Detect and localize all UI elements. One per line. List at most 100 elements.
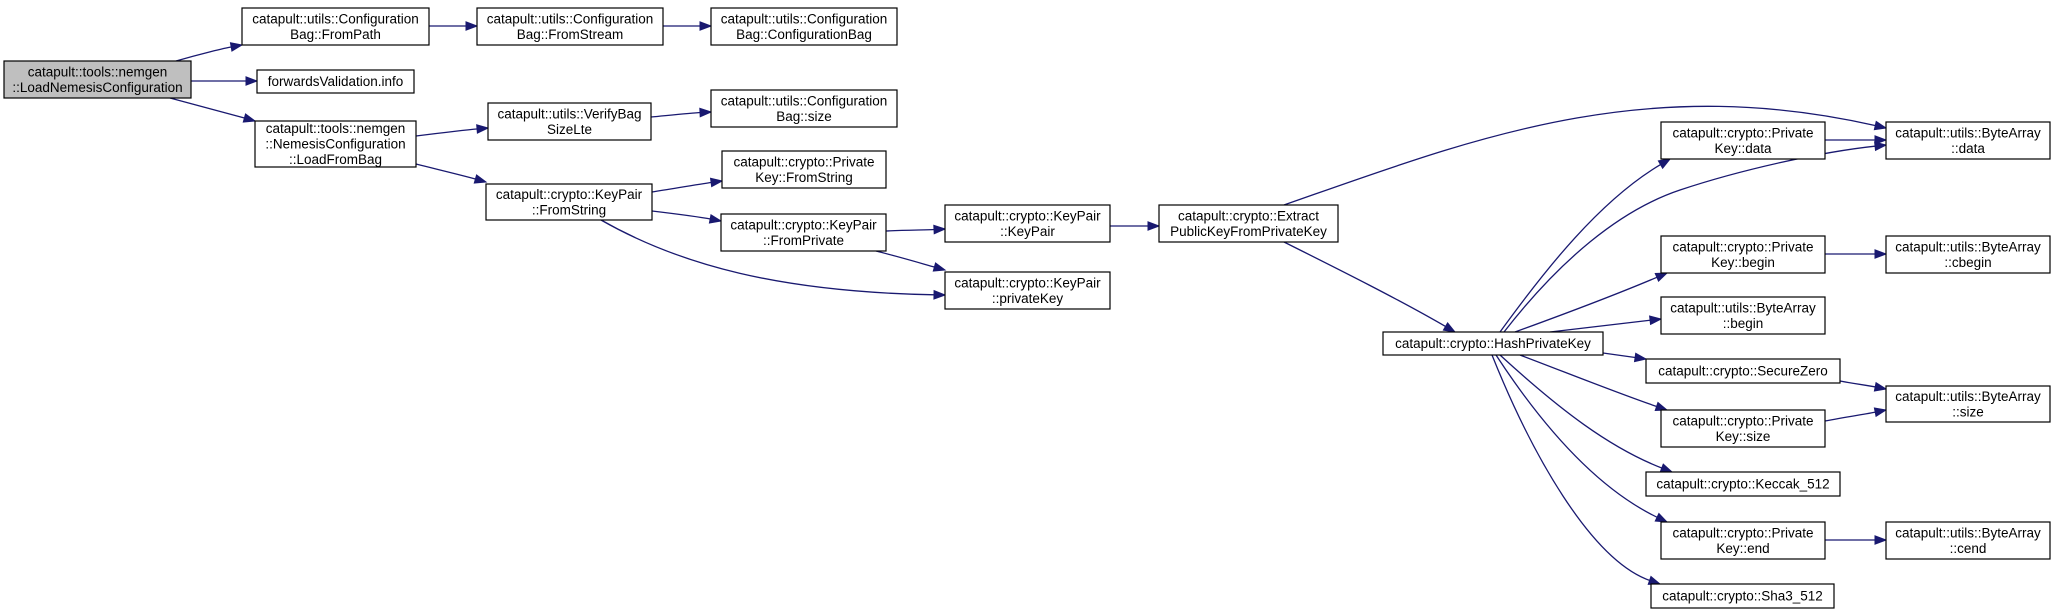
node-box <box>1660 409 1826 448</box>
node-loadnemesis[interactable]: catapult::tools::nemgen::LoadNemesisConf… <box>3 60 192 99</box>
node-label-line: ::FromString <box>532 202 606 217</box>
arrowhead <box>1659 463 1674 473</box>
node-label-line: Key::size <box>1716 429 1771 444</box>
node-pk-data[interactable]: catapult::crypto::PrivateKey::data <box>1660 121 1826 160</box>
node-label-line: catapult::utils::ByteArray <box>1895 239 2041 254</box>
node-box <box>1885 385 2051 423</box>
edge-line <box>1283 105 1877 206</box>
edge-kp_fromprivate-to-kp_privatekey <box>875 250 947 272</box>
node-label-line: catapult::utils::ByteArray <box>1895 389 2041 404</box>
node-label-line: Key::begin <box>1711 255 1775 270</box>
node-label-line: catapult::crypto::Private <box>1672 413 1813 428</box>
node-label-line: Bag::FromStream <box>517 27 624 42</box>
arrowhead <box>699 21 713 31</box>
edge-kp_fromprivate-to-kp_keypair <box>885 224 947 235</box>
node-label-line: catapult::utils::VerifyBag <box>497 106 641 121</box>
edge-line <box>1491 354 1651 582</box>
arrowhead <box>1633 352 1648 363</box>
edge-extract-to-ba_data <box>1283 105 1888 206</box>
node-label-line: ::cbegin <box>1944 255 1991 270</box>
edge-pk_data-to-ba_data <box>1825 135 1888 145</box>
node-loadfrombag[interactable]: catapult::tools::nemgen::NemesisConfigur… <box>254 120 417 168</box>
node-box <box>720 213 887 252</box>
node-frompath[interactable]: catapult::utils::ConfigurationBag::FromP… <box>241 7 430 46</box>
node-pk-size[interactable]: catapult::crypto::PrivateKey::size <box>1660 409 1826 448</box>
node-label-line: ::FromPrivate <box>763 233 844 248</box>
node-ba-cend[interactable]: catapult::utils::ByteArray::cend <box>1885 521 2051 560</box>
edge-pk_begin-to-ba_cbegin <box>1825 249 1888 259</box>
edge-line <box>650 111 702 118</box>
node-extract[interactable]: catapult::crypto::ExtractPublicKeyFromPr… <box>1158 204 1339 243</box>
node-kp-privatekey[interactable]: catapult::crypto::KeyPair::privateKey <box>944 271 1111 310</box>
node-ba-cbegin[interactable]: catapult::utils::ByteArray::cbegin <box>1885 235 2051 274</box>
node-pk-begin[interactable]: catapult::crypto::PrivateKey::begin <box>1660 235 1826 274</box>
node-label-line: Key::data <box>1714 141 1772 156</box>
edge-line <box>1495 354 1659 519</box>
arrowhead <box>1873 381 1888 392</box>
node-label-line: SizeLte <box>547 122 592 137</box>
node-label-line: catapult::crypto::Sha3_512 <box>1662 589 1823 604</box>
node-label-line: ::LoadFromBag <box>289 152 382 167</box>
edge-line <box>600 219 936 296</box>
node-ba-data[interactable]: catapult::utils::ByteArray::data <box>1885 121 2051 160</box>
arrowhead <box>933 289 947 300</box>
edge-line <box>1499 163 1662 333</box>
arrowhead <box>1873 120 1888 131</box>
node-kp-fromstring[interactable]: catapult::crypto::KeyPair::FromString <box>485 183 653 221</box>
edge-line <box>885 228 936 232</box>
arrowhead <box>1874 135 1888 145</box>
node-hashpk[interactable]: catapult::crypto::HashPrivateKey <box>1382 331 1604 356</box>
edge-kp_fromstring-to-kp_fromprivate <box>651 210 723 224</box>
node-label-line: ::LoadNemesisConfiguration <box>12 80 182 95</box>
node-fromstream[interactable]: catapult::utils::ConfigurationBag::FromS… <box>476 7 664 46</box>
arrowhead <box>229 42 244 52</box>
edge-line <box>1499 354 1663 469</box>
node-sha3[interactable]: catapult::crypto::Sha3_512 <box>1650 583 1835 609</box>
edge-loadnemesis-to-fwdval <box>191 76 259 86</box>
node-label-line: Bag::ConfigurationBag <box>736 27 872 42</box>
node-box <box>1158 204 1339 243</box>
node-box <box>1645 471 1841 497</box>
node-label-line: catapult::utils::ByteArray <box>1895 525 2041 540</box>
node-label-line: catapult::crypto::Keccak_512 <box>1656 477 1829 492</box>
node-fwdval[interactable]: forwardsValidation.info <box>256 69 415 94</box>
node-securezero[interactable]: catapult::crypto::SecureZero <box>1645 358 1841 384</box>
node-box <box>487 102 652 141</box>
node-box <box>485 183 653 221</box>
edge-hashpk-to-securezero <box>1602 352 1648 363</box>
node-keccak[interactable]: catapult::crypto::Keccak_512 <box>1645 471 1841 497</box>
arrowhead <box>1647 575 1662 585</box>
node-label-line: catapult::utils::Configuration <box>721 93 888 108</box>
node-box <box>721 150 887 189</box>
node-box <box>3 60 192 99</box>
edge-line <box>169 97 246 119</box>
node-pk-end[interactable]: catapult::crypto::PrivateKey::end <box>1660 521 1826 560</box>
node-label-line: catapult::crypto::KeyPair <box>496 187 643 202</box>
node-label-line: ::NemesisConfiguration <box>265 137 405 152</box>
node-label-line: forwardsValidation.info <box>268 74 404 89</box>
node-kp-fromprivate[interactable]: catapult::crypto::KeyPair::FromPrivate <box>720 213 887 252</box>
node-label-line: ::data <box>1951 141 1985 156</box>
edge-line <box>175 46 233 62</box>
arrowhead <box>709 177 724 188</box>
edge-line <box>415 128 479 137</box>
node-box <box>710 89 898 128</box>
node-cfgbag[interactable]: catapult::utils::ConfigurationBag::Confi… <box>710 7 898 46</box>
node-kp-keypair[interactable]: catapult::crypto::KeyPair::KeyPair <box>944 204 1111 243</box>
node-pk-fromstring[interactable]: catapult::crypto::PrivateKey::FromString <box>721 150 887 189</box>
node-label-line: catapult::utils::Configuration <box>721 11 888 26</box>
node-ba-begin[interactable]: catapult::utils::ByteArray::begin <box>1660 296 1826 335</box>
edge-line <box>651 210 712 220</box>
arrowhead <box>708 214 723 224</box>
edge-securezero-to-ba_size <box>1839 380 1888 392</box>
node-box <box>241 7 430 46</box>
node-ba-size[interactable]: catapult::utils::ByteArray::size <box>1885 385 2051 423</box>
edge-kp_keypair-to-extract <box>1110 221 1161 231</box>
node-label-line: catapult::crypto::KeyPair <box>730 217 877 232</box>
edge-line <box>1283 241 1447 328</box>
node-cfgsize[interactable]: catapult::utils::ConfigurationBag::size <box>710 89 898 128</box>
node-label-line: catapult::crypto::Private <box>1672 525 1813 540</box>
node-box <box>710 7 898 46</box>
